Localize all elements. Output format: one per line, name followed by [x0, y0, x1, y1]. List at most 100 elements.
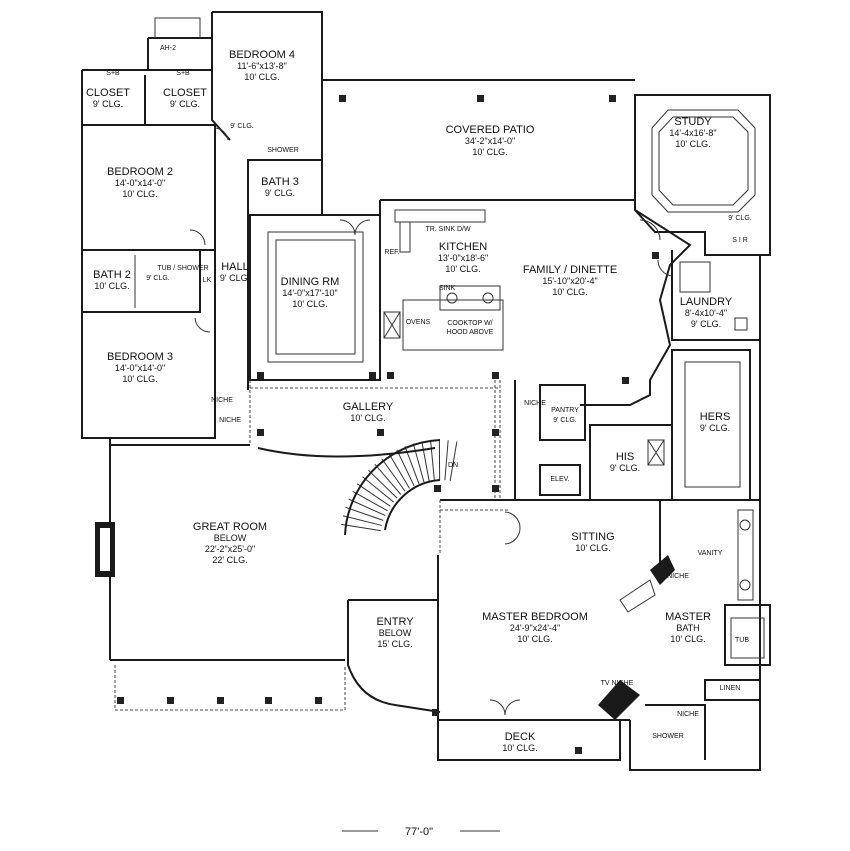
label-ref: REF.	[384, 249, 399, 256]
label-clg9-b4: 9' CLG.	[230, 123, 254, 130]
column	[622, 377, 629, 384]
label-sb2: S+B	[176, 70, 190, 77]
stair-tread	[374, 463, 402, 495]
curved-stair	[257, 439, 458, 536]
column	[167, 697, 174, 704]
label-dn: DN	[448, 462, 458, 469]
column	[492, 485, 499, 492]
label-pantry-clg: 9' CLG.	[553, 417, 577, 424]
label-hood: HOOD ABOVE	[447, 329, 494, 336]
stair-tread	[352, 490, 388, 512]
label-ovens: OVENS	[406, 319, 431, 326]
stair-tread	[388, 453, 410, 489]
stair-tread	[430, 440, 435, 481]
label-clg9-bath2: 9' CLG.	[146, 275, 170, 282]
column	[477, 95, 484, 102]
column	[492, 429, 499, 436]
stair-tread	[368, 469, 398, 499]
column	[217, 697, 224, 704]
column	[257, 372, 264, 379]
label-shower3: SHOWER	[267, 147, 299, 154]
stair-tread	[449, 441, 458, 481]
label-pantry: PANTRY	[551, 407, 579, 414]
column	[377, 429, 384, 436]
column	[265, 697, 272, 704]
column	[339, 95, 346, 102]
label-tub: TUB	[735, 637, 749, 644]
overall-width-label: 77'-0"	[405, 826, 433, 838]
label-vanity: VANITY	[698, 550, 723, 557]
column	[315, 697, 322, 704]
stair-tread	[421, 441, 430, 482]
overall-dimension: 77'-0"	[342, 826, 500, 838]
label-linen: LINEN	[720, 685, 741, 692]
label-sb1: S+B	[106, 70, 120, 77]
stair-tread	[345, 506, 384, 521]
stair-tread	[362, 476, 394, 503]
label-cooktop: COOKTOP W/	[447, 320, 492, 327]
label-tv-niche: TV NICHE	[601, 680, 634, 687]
column	[609, 95, 616, 102]
label-clg9-study: 9' CLG.	[728, 215, 752, 222]
column	[387, 372, 394, 379]
column	[257, 429, 264, 436]
label-tr-sink-dw: TR. SINK D/W	[425, 226, 471, 233]
stair-edge	[384, 479, 441, 531]
label-niche3: NICHE	[524, 400, 546, 407]
walls	[81, 11, 771, 771]
stair-tread	[341, 523, 381, 532]
label-niche4: NICHE	[667, 573, 689, 580]
stair-tread	[357, 483, 391, 507]
door-swings	[189, 127, 673, 716]
stair-tread	[396, 449, 415, 487]
stair-tread	[348, 498, 386, 516]
label-shower-m: SHOWER	[652, 733, 684, 740]
label-sink: SINK	[439, 285, 456, 292]
label-elev: ELEV.	[550, 476, 569, 483]
column	[117, 697, 124, 704]
stair-tread	[381, 458, 406, 492]
stair-edge	[344, 439, 441, 536]
label-lk: LK	[203, 277, 212, 284]
column	[369, 372, 376, 379]
stair-tread	[342, 515, 382, 526]
column	[492, 372, 499, 379]
stair-tread	[444, 440, 449, 481]
column	[432, 709, 439, 716]
label-tub-shower: TUB / SHOWER	[157, 265, 208, 272]
columns	[117, 95, 659, 754]
gallery-curve	[257, 447, 436, 458]
column	[434, 485, 441, 492]
label-niche1: NICHE	[211, 397, 233, 404]
label-niche5: NICHE	[677, 711, 699, 718]
column	[652, 252, 659, 259]
label-ah2: AH-2	[160, 45, 176, 52]
label-sr: S I R	[732, 237, 748, 244]
